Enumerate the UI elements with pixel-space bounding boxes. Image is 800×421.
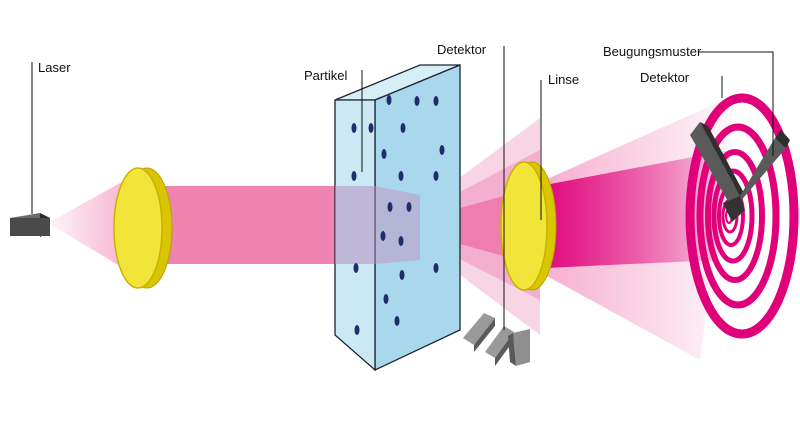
focused-fan-inner (545, 150, 730, 268)
label-diffraction-pattern: Beugungsmuster (603, 44, 702, 59)
particle-cell (334, 64, 461, 372)
label-main-detector: Detektor (640, 70, 690, 85)
label-laser: Laser (38, 60, 71, 75)
label-scatter-detector: Detektor (437, 42, 487, 57)
fourier-lens-icon (500, 161, 557, 291)
collimator-lens-icon (113, 167, 173, 289)
laser-icon (10, 213, 50, 237)
particles (351, 95, 445, 335)
diffraction-pattern-icon (685, 93, 799, 339)
scatter-detectors-icon (463, 313, 530, 366)
leader-lines (31, 46, 774, 330)
label-lens: Linse (548, 72, 579, 87)
label-particles: Partikel (304, 68, 347, 83)
